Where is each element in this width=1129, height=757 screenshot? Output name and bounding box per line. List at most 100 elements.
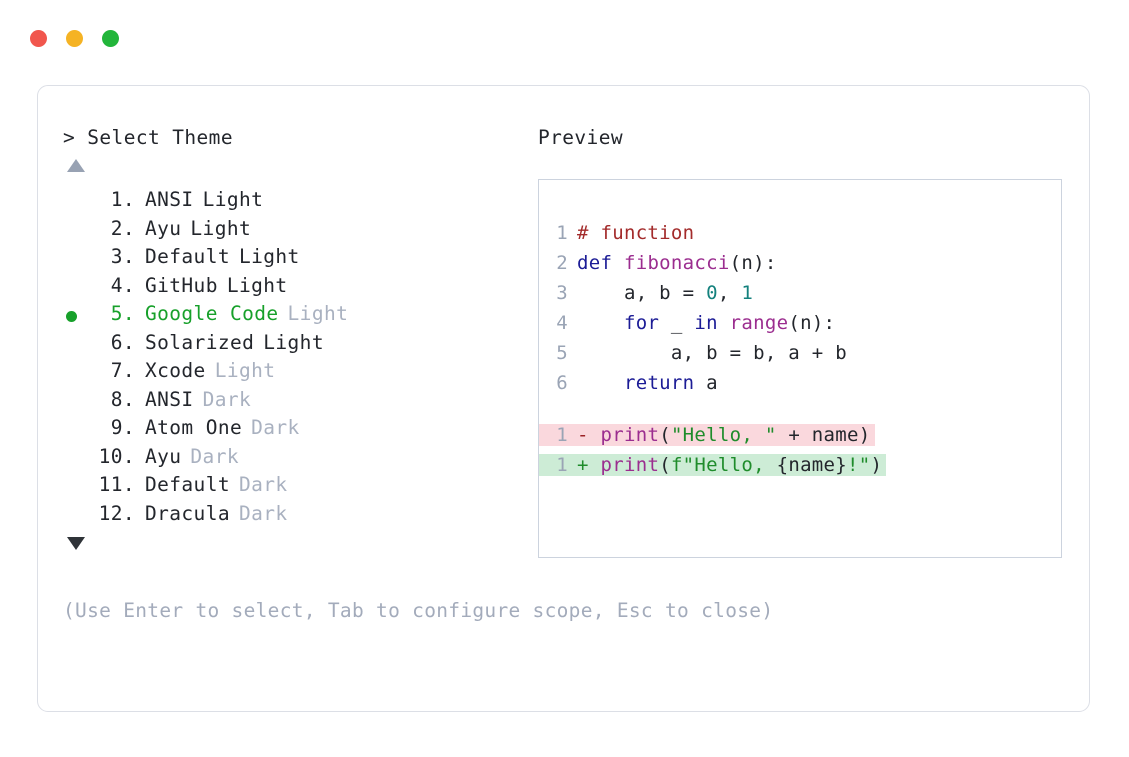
code-token [577,312,624,334]
theme-item-index: 3. [110,245,135,268]
selection-bullet-cell [63,217,89,246]
code-token: fibonacci [623,252,730,274]
theme-item-index: 12. [98,501,135,525]
selection-bullet-cell [63,331,89,360]
theme-list-item[interactable]: 5. Google Code Light [63,302,533,331]
theme-item-variant: Light [214,359,276,382]
theme-item-name: GitHub [145,273,218,297]
diff-line-content: + print(f"Hello, {name}!") [577,454,887,476]
theme-item-variant: Dark [238,501,288,525]
code-token: # function [577,222,695,244]
code-line: 3 a, b = 0, 1 [539,282,1061,312]
theme-list-item[interactable]: 3. Default Light [63,245,533,274]
window-maximize-button[interactable] [102,30,119,47]
code-token: ( [659,454,671,476]
theme-item-variant: Light [263,330,324,354]
theme-item-variant: Dark [251,416,300,439]
code-token: ) [870,454,883,476]
theme-item-variant: Dark [238,473,288,496]
theme-item-name: Default [145,473,230,496]
line-number: 3 [556,282,568,304]
chevron-down-icon [67,537,85,550]
theme-item-name: Atom One [145,416,243,439]
code-block: 1 # function 2 def fibonacci(n): 3 a, b = 0,… [539,222,1061,402]
diff-block: 1- print("Hello, " + name)1+ print(f"Hel… [539,424,1061,484]
code-token: 1 [741,282,754,304]
code-token: f"Hello, [670,454,777,476]
code-line-content: a, b = b, a + b [577,342,847,364]
theme-item-index: 8. [110,387,135,411]
line-number: 4 [556,312,568,334]
code-token: print [600,424,660,446]
code-token: (n): [729,252,777,274]
selection-bullet-cell [63,502,89,531]
selection-bullet-cell [63,188,89,217]
code-line-content: # function [577,222,694,244]
diff-marker: - [577,424,601,446]
theme-item-name: Solarized [145,330,255,354]
code-line-content: return a [577,372,718,394]
code-token: 0 [706,282,718,304]
theme-item-variant: Light [238,245,300,268]
code-line: 6 return a [539,372,1061,402]
selection-bullet-cell [63,388,89,417]
theme-item-variant: Light [202,188,264,211]
theme-item-index: 2. [110,216,135,240]
theme-item-variant: Light [226,273,288,297]
code-token: !" [847,454,871,476]
code-token: in [694,312,718,334]
selection-bullet-cell [63,359,89,388]
window-controls [30,30,119,47]
line-number: 1 [556,222,568,244]
code-token: return [623,372,695,394]
scroll-up-indicator[interactable] [63,152,533,182]
code-line: 2 def fibonacci(n): [539,252,1061,282]
diff-marker: + [577,454,601,476]
code-token: a, b = [577,282,707,304]
window-minimize-button[interactable] [66,30,83,47]
keyboard-hint: (Use Enter to select, Tab to configure s… [63,599,774,622]
theme-item-index: 5. [110,302,135,325]
selection-bullet-cell [63,473,89,502]
code-line-content: for _ in range(n): [577,312,835,334]
theme-item-name: Google Code [145,302,279,325]
window-close-button[interactable] [30,30,47,47]
line-number: 5 [556,342,568,364]
code-line: 5 a, b = b, a + b [539,342,1061,372]
theme-item-name: Ayu [145,216,182,240]
theme-item-variant: Light [287,302,349,325]
scroll-down-indicator[interactable] [63,530,533,560]
line-number: 2 [556,252,568,274]
code-line: 4 for _ in range(n): [539,312,1061,342]
theme-list-item[interactable]: 1. ANSI Light [63,188,533,217]
code-token: + name) [776,424,871,446]
line-number: 6 [556,372,568,394]
theme-item-name: ANSI [145,188,194,211]
selected-bullet-icon [66,310,77,322]
theme-item-name: Default [145,245,230,268]
code-spacer [539,402,1061,424]
selection-bullet-cell [63,445,89,474]
code-token: _ [659,312,695,334]
code-token: (n): [788,312,836,334]
diff-line-del: 1- print("Hello, " + name) [539,424,1061,454]
code-token: ( [659,424,671,446]
code-token [718,312,730,334]
theme-item-variant: Dark [190,444,239,468]
selection-bullet-cell [63,245,89,274]
code-token [577,372,624,394]
code-line-content: def fibonacci(n): [577,252,777,274]
theme-item-index: 1. [110,188,135,211]
